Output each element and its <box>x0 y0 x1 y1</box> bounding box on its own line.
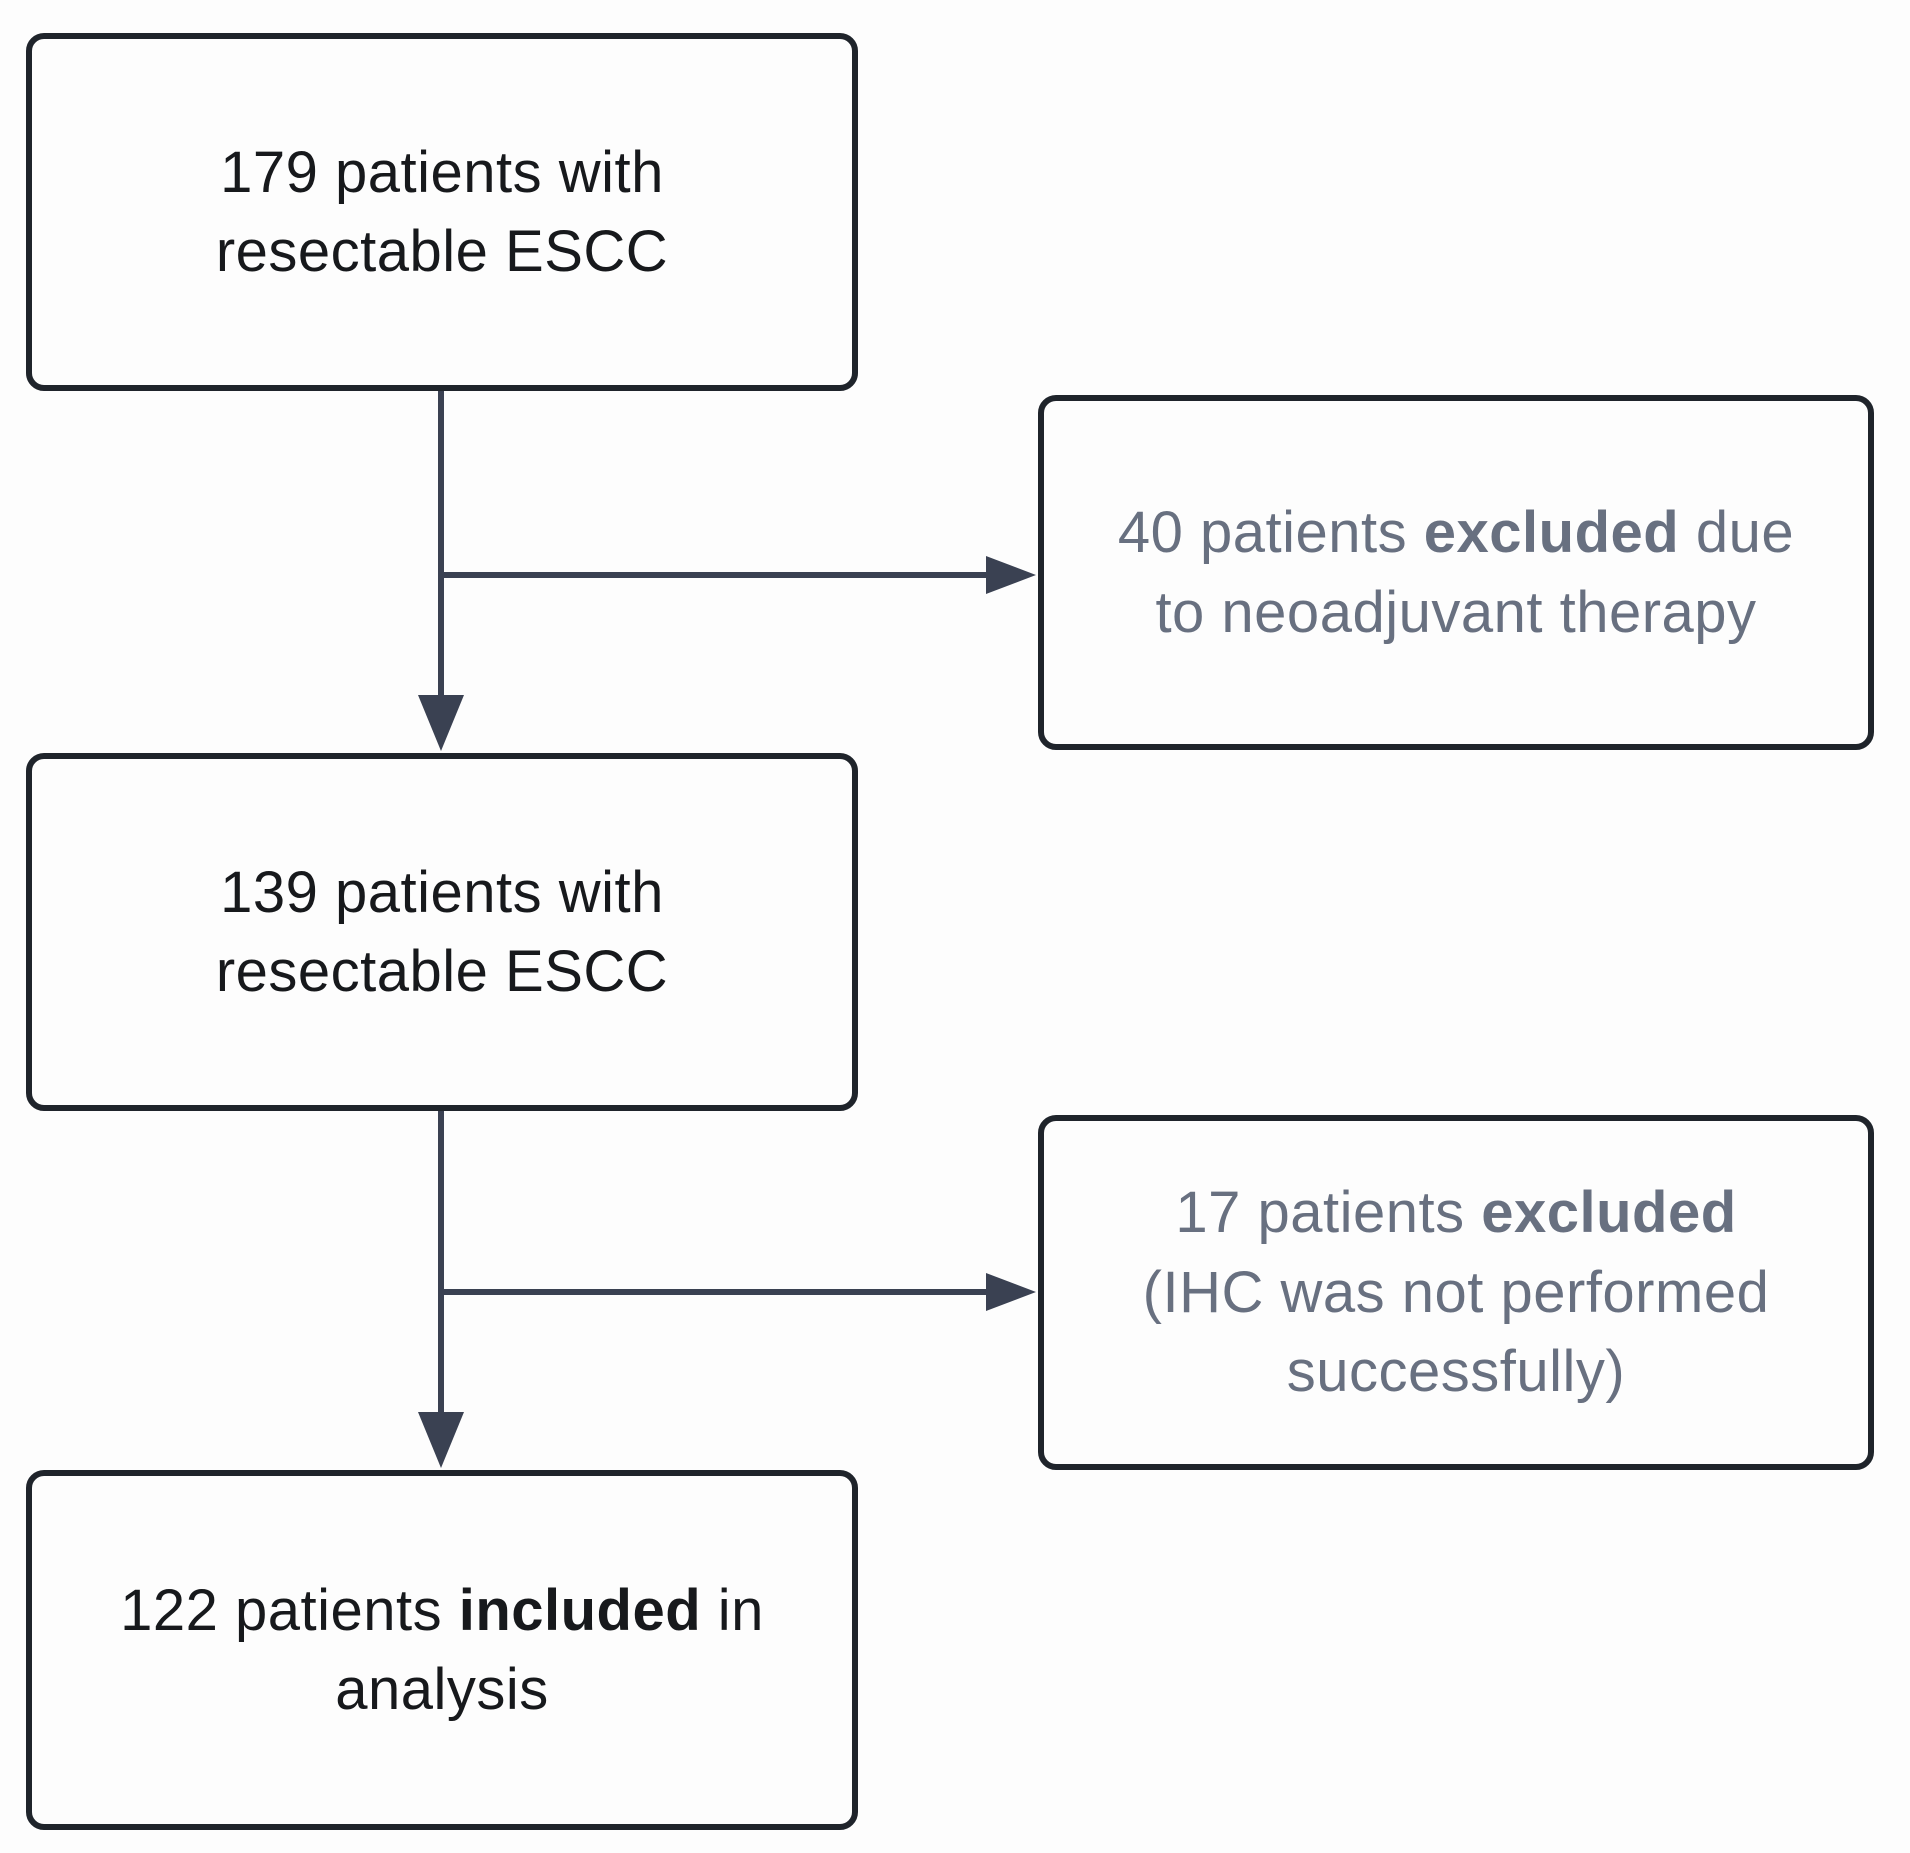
arrow-line-branch-excluded-17 <box>441 1289 990 1295</box>
arrowhead-down-icon <box>418 1412 464 1468</box>
arrow-line-139-to-122 <box>438 1111 444 1416</box>
node-excluded-17: 17 patients excluded(IHC was not perform… <box>1038 1115 1874 1470</box>
arrowhead-right-icon <box>986 1273 1036 1311</box>
arrowhead-right-icon <box>986 556 1036 594</box>
arrowhead-down-icon <box>418 695 464 751</box>
arrow-line-branch-excluded-40 <box>441 572 990 578</box>
arrow-line-179-to-139 <box>438 391 444 697</box>
